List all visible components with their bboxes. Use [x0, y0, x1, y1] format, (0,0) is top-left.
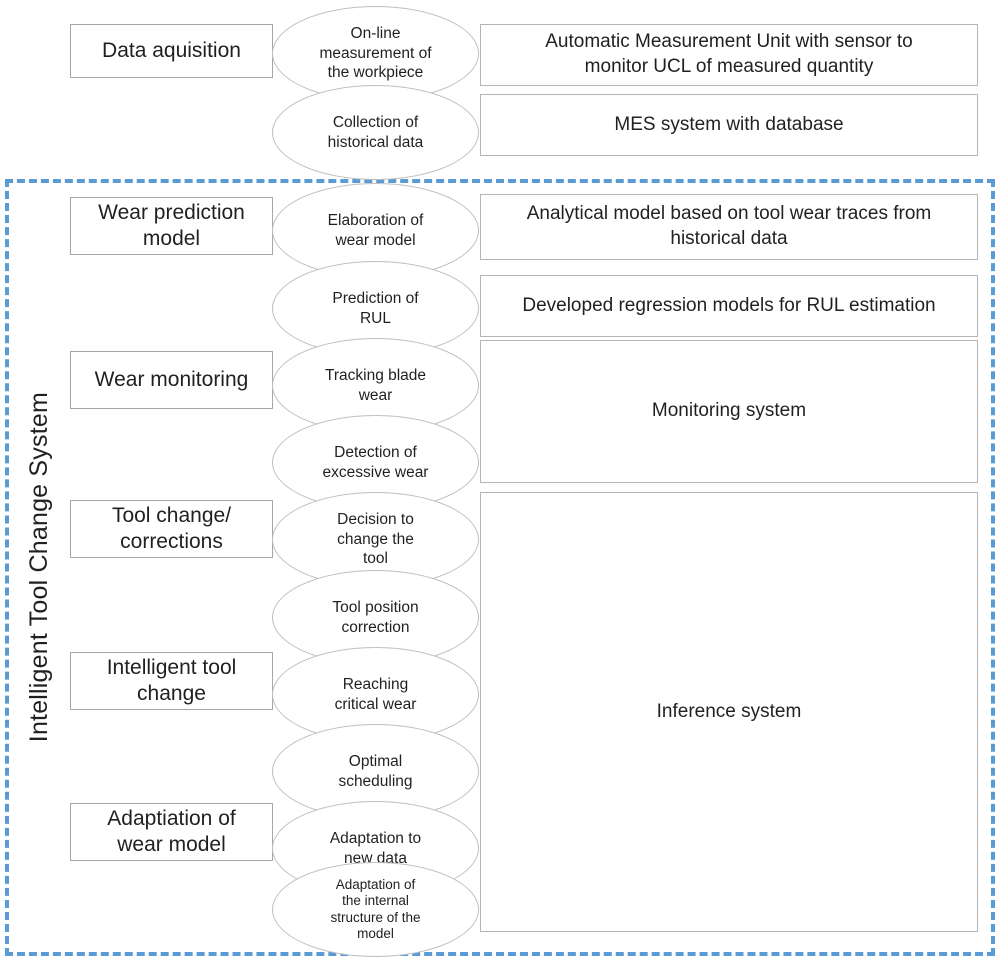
stage-box-data-acquisition[interactable]: Data aquisition	[70, 24, 273, 78]
stage-box-wear-monitoring[interactable]: Wear monitoring	[70, 351, 273, 409]
impl-box-monitoring-system[interactable]: Monitoring system	[480, 340, 978, 483]
impl-box-automatic-measurement-unit[interactable]: Automatic Measurement Unit with sensor t…	[480, 24, 978, 86]
impl-box-regression-models[interactable]: Developed regression models for RUL esti…	[480, 275, 978, 337]
stage-box-tool-change-corrections[interactable]: Tool change/corrections	[70, 500, 273, 558]
impl-box-mes-system[interactable]: MES system with database	[480, 94, 978, 156]
intelligent-tool-change-system-boundary	[5, 179, 995, 956]
impl-box-analytical-model[interactable]: Analytical model based on tool wear trac…	[480, 194, 978, 260]
system-boundary-label-text: Intelligent Tool Change System	[24, 392, 53, 743]
impl-box-inference-system[interactable]: Inference system	[480, 492, 978, 932]
system-boundary-label: Intelligent Tool Change System	[13, 179, 65, 956]
